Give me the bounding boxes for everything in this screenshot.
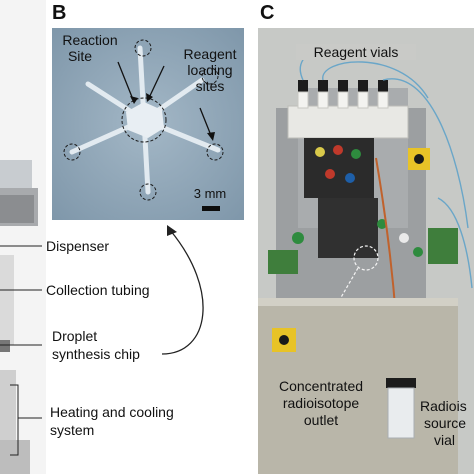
label-reagent: Reagent: [183, 46, 237, 62]
label-radioisotope: radioisotope: [282, 395, 360, 411]
synthesizer-graphic: [258, 28, 474, 474]
label-sites: sites: [195, 78, 225, 94]
chip-callout-arrow: [161, 225, 204, 355]
panel-c-letter: C: [260, 2, 275, 24]
label-reagent-vials: Reagent vials: [296, 44, 416, 60]
label-heating-cooling: Heating and cooling: [50, 404, 174, 420]
panel-c-photo: [258, 28, 474, 474]
label-vial: vial: [434, 432, 456, 448]
label-reaction: Reaction: [62, 32, 118, 48]
label-system: system: [50, 422, 95, 438]
chip-pattern-graphic: [52, 28, 244, 220]
label-site: Site: [67, 48, 93, 64]
panel-a-photo: [0, 0, 46, 474]
label-radioisotope-source: Radiois: [420, 398, 467, 414]
panel-a-apparatus-graphic: [0, 0, 46, 474]
panel-b-chip-photo: [52, 28, 244, 220]
label-concentrated: Concentrated: [278, 378, 364, 394]
label-outlet: outlet: [303, 412, 339, 428]
label-source: source: [424, 415, 467, 431]
scale-bar-label: 3 mm: [193, 186, 227, 201]
label-loading: loading: [187, 62, 233, 78]
label-dispenser: Dispenser: [46, 238, 110, 254]
panel-b-letter: B: [52, 2, 67, 24]
label-synthesis-chip: synthesis chip: [52, 346, 140, 362]
label-droplet: Droplet: [52, 328, 98, 344]
label-collection-tubing: Collection tubing: [46, 282, 150, 298]
